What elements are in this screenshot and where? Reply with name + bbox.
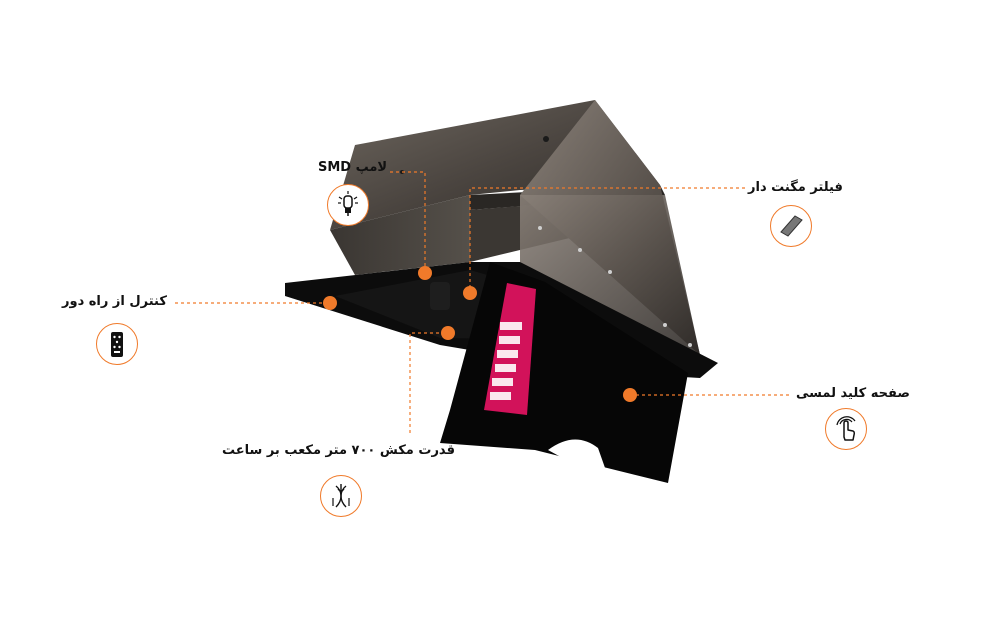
label-remote: کنترل از راه دور: [62, 294, 167, 309]
marker-smd: [418, 266, 432, 280]
marker-remote: [323, 296, 337, 310]
smd-lamp-icon: [327, 184, 369, 226]
leader-filter: [469, 187, 745, 290]
hood-right-face-lower: [520, 195, 700, 355]
hood-left-face: [330, 195, 470, 275]
magnetic-filter-icon: [770, 205, 812, 247]
touch-icon: [825, 408, 867, 450]
suction-icon: [320, 475, 362, 517]
label-smd: لامپ SMD: [318, 160, 388, 175]
hood-glass-cutout: [548, 439, 668, 485]
label-suction: قدرت مکش ۷۰۰ متر مکعب بر ساعت: [222, 443, 455, 458]
marker-filter: [463, 286, 477, 300]
label-touch: صفحه کلید لمسی: [796, 386, 910, 401]
control-buttons: [490, 322, 522, 400]
label-filter: فیلتر مگنت دار: [748, 180, 843, 195]
marker-touch: [623, 388, 637, 402]
marker-suction: [441, 326, 455, 340]
marker-dots: [323, 266, 637, 402]
remote-control-icon: [96, 323, 138, 365]
leader-suction: [409, 332, 445, 435]
leader-lines: [175, 171, 790, 435]
